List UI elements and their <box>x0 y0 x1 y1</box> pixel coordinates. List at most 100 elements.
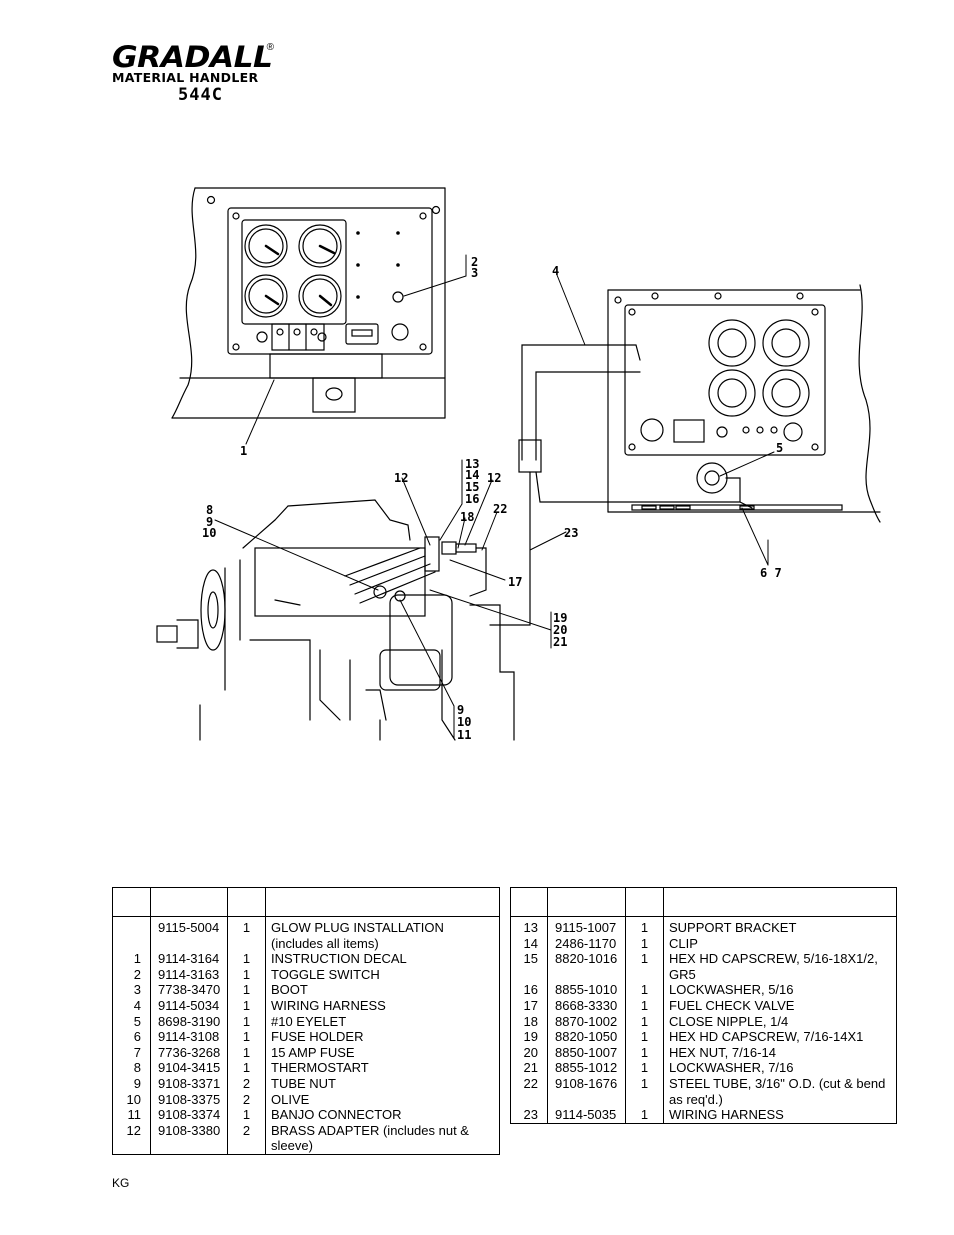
part-number: 7736-3268 <box>150 1044 228 1061</box>
quantity: 1 <box>227 1060 266 1076</box>
item-number: 16 <box>510 982 548 998</box>
part-number: 9108-3375 <box>150 1091 228 1108</box>
description: FUSE HOLDER <box>265 1029 500 1045</box>
part-number: 9115-1007 <box>547 916 626 936</box>
part-number: 8820-1016 <box>547 951 626 983</box>
brand-header: GRADALL® MATERIAL HANDLER 544C <box>112 42 312 105</box>
quantity: 1 <box>625 982 664 998</box>
item-number: 5 <box>112 1013 151 1030</box>
part-number: 9114-5034 <box>150 997 228 1014</box>
part-number: 8820-1050 <box>547 1029 626 1045</box>
callout-label: 22 <box>493 502 507 516</box>
header-part-number <box>547 887 626 917</box>
description: THERMOSTART <box>265 1060 500 1076</box>
callout-label: 6 7 <box>760 566 782 580</box>
header-part-number <box>150 887 228 917</box>
description: TUBE NUT <box>265 1075 500 1092</box>
item-number: 9 <box>112 1075 151 1092</box>
callout-label: 20 <box>553 623 567 637</box>
part-number: 8855-1010 <box>547 982 626 998</box>
callout-label: 10 <box>202 526 216 540</box>
item-number: 6 <box>112 1029 151 1045</box>
dashboard-panel <box>171 187 446 419</box>
description: CLIP <box>663 935 897 952</box>
description: CLOSE NIPPLE, 1/4 <box>663 1013 897 1030</box>
callout-label: 23 <box>564 526 578 540</box>
quantity: 1 <box>625 951 664 983</box>
callout-label: 12 <box>487 471 501 485</box>
part-number: 9115-5004 <box>150 916 228 952</box>
quantity: 2 <box>227 1122 266 1155</box>
part-number: 9114-3164 <box>150 951 228 967</box>
item-number: 19 <box>510 1029 548 1045</box>
description: WIRING HARNESS <box>663 1107 897 1124</box>
callout-label: 3 <box>471 266 478 280</box>
description: STEEL TUBE, 3/16" O.D. (cut & bend as re… <box>663 1075 897 1108</box>
quantity: 1 <box>227 1107 266 1123</box>
description: BOOT <box>265 982 500 998</box>
brand-subtitle: MATERIAL HANDLER <box>112 70 259 85</box>
quantity: 1 <box>227 916 266 952</box>
part-number: 2486-1170 <box>547 935 626 952</box>
part-number: 8668-3330 <box>547 997 626 1014</box>
quantity: 2 <box>227 1091 266 1108</box>
item-number: 12 <box>112 1122 151 1155</box>
description: OLIVE <box>265 1091 500 1108</box>
part-number: 9108-3371 <box>150 1075 228 1092</box>
quantity: 2 <box>227 1075 266 1092</box>
quantity: 1 <box>227 982 266 998</box>
item-number: 11 <box>112 1107 151 1123</box>
callout-label: 1 <box>240 444 247 458</box>
item-number: 8 <box>112 1060 151 1076</box>
callout-label: 9 <box>457 703 464 717</box>
description: SUPPORT BRACKET <box>663 916 897 936</box>
part-number: 9114-3163 <box>150 966 228 983</box>
description: WIRING HARNESS <box>265 997 500 1014</box>
part-number: 8850-1007 <box>547 1044 626 1061</box>
description: TOGGLE SWITCH <box>265 966 500 983</box>
callout-leaders <box>214 254 775 739</box>
header-item <box>510 887 548 917</box>
description: INSTRUCTION DECAL <box>265 951 500 967</box>
description: BRASS ADAPTER (includes nut & sleeve) <box>265 1122 500 1155</box>
callout-label: 21 <box>553 635 567 649</box>
description: BANJO CONNECTOR <box>265 1107 500 1123</box>
part-number: 9108-1676 <box>547 1075 626 1108</box>
description: #10 EYELET <box>265 1013 500 1030</box>
item-number: 14 <box>510 935 548 952</box>
callout-label: 13 <box>465 457 479 471</box>
callout-label: 8 <box>206 503 213 517</box>
item-number: 10 <box>112 1091 151 1108</box>
part-number: 9104-3415 <box>150 1060 228 1076</box>
quantity: 1 <box>625 1013 664 1030</box>
engine-assembly <box>156 499 515 741</box>
item-number: 15 <box>510 951 548 983</box>
footer-code: KG <box>112 1176 130 1190</box>
quantity: 1 <box>227 1029 266 1045</box>
registered-mark: ® <box>266 42 274 53</box>
part-number: 9108-3380 <box>150 1122 228 1155</box>
item-number: 4 <box>112 997 151 1014</box>
header-description <box>663 887 897 917</box>
quantity: 1 <box>625 916 664 936</box>
quantity: 1 <box>625 1075 664 1108</box>
callout-label: 2 <box>471 255 478 269</box>
part-number: 7738-3470 <box>150 982 228 998</box>
callout-label: 5 <box>776 441 783 455</box>
item-number: 22 <box>510 1075 548 1108</box>
